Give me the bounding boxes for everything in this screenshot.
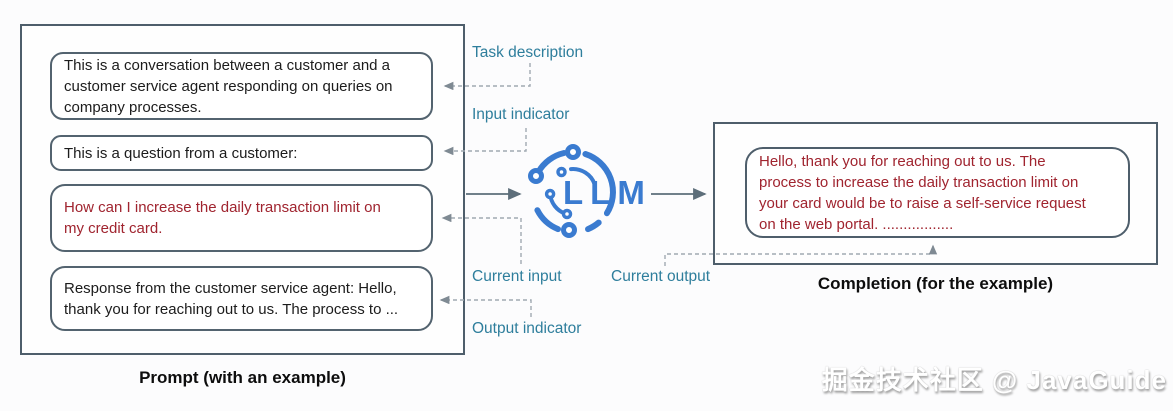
current-input-label: Current input <box>472 268 562 285</box>
input-indicator-text: This is a question from a customer: <box>64 144 298 162</box>
current-output-label: Current output <box>611 268 711 285</box>
current-input-box: How can I increase the daily transaction… <box>50 184 433 252</box>
task-description-box: This is a conversation between a custome… <box>50 52 433 120</box>
example-output-text: Response from the customer service agent… <box>64 279 399 318</box>
watermark: 掘金技术社区 @ JavaGuide <box>821 365 1167 395</box>
example-output-box: Response from the customer service agent… <box>50 266 433 331</box>
completion-caption: Completion (for the example) <box>817 274 1054 293</box>
completion-box: Hello, thank you for reaching out to us.… <box>745 147 1130 238</box>
task-description-label: Task description <box>472 44 584 61</box>
completion-text: Hello, thank you for reaching out to us.… <box>759 152 1086 233</box>
llm-label: LLM <box>563 174 651 211</box>
input-indicator-label: Input indicator <box>472 106 570 123</box>
input-indicator-box: This is a question from a customer: <box>50 135 433 171</box>
prompt-caption: Prompt (with an example) <box>139 368 346 387</box>
current-input-text: How can I increase the daily transaction… <box>64 199 381 237</box>
llm-network-icon: LLM <box>528 144 651 238</box>
task-description-text: This is a conversation between a custome… <box>64 56 393 116</box>
output-indicator-label: Output indicator <box>472 320 582 337</box>
